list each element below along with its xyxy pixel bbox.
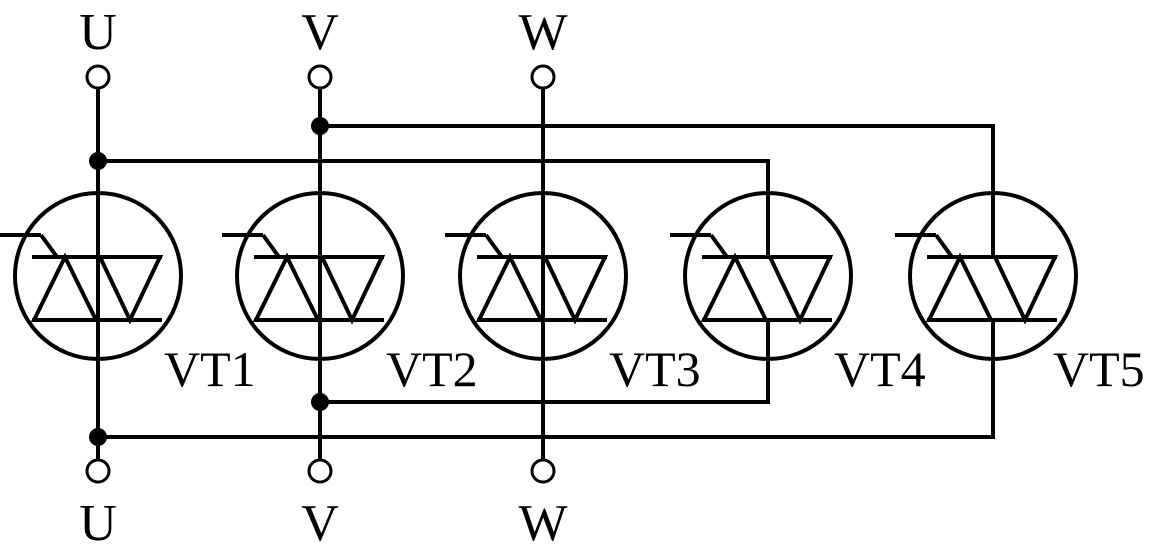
device-label: VT5: [1053, 341, 1145, 397]
wire-u-to-vt4-top: [98, 159, 770, 198]
junction-dot: [89, 152, 107, 170]
junctions: [89, 117, 329, 446]
triac-vt4: VT4: [670, 191, 926, 397]
triac-triangle-down: [96, 255, 164, 325]
terminal-label-w-top: W: [518, 4, 567, 61]
wiring: [96, 88, 995, 460]
terminal-labels-top: U V W: [79, 4, 567, 61]
terminal-labels-bottom: U V W: [79, 495, 567, 552]
triac-body: [13, 191, 183, 361]
gate-diagonal: [261, 233, 281, 259]
triac-vt2: VT2: [222, 191, 478, 397]
triac-triangle-down: [318, 255, 386, 325]
terminal-w-top: [530, 64, 556, 90]
terminal-label-w-bottom: W: [518, 495, 567, 552]
gate-diagonal: [39, 233, 59, 259]
terminals-bottom: [85, 458, 556, 484]
triac-triangle-down: [541, 255, 609, 325]
triac-triangle-down: [991, 255, 1059, 325]
terminal-label-u-top: U: [79, 4, 117, 61]
triac-triangle-up: [700, 252, 770, 322]
triac-triangle-up: [925, 252, 995, 322]
junction-dot: [89, 428, 107, 446]
triac-vt5: VT5: [895, 191, 1145, 397]
gate-diagonal: [934, 233, 954, 259]
triac-body: [683, 191, 853, 361]
gate-diagonal: [709, 233, 729, 259]
triac-body: [908, 191, 1078, 361]
triac-triangle-up: [475, 252, 545, 322]
terminal-u-bottom: [85, 458, 111, 484]
terminal-v-bottom: [307, 458, 333, 484]
triac-triangle-down: [766, 255, 834, 325]
terminals-top: [85, 64, 556, 90]
terminal-w-bottom: [530, 458, 556, 484]
triac-triangle-up: [252, 252, 322, 322]
device-label: VT1: [164, 341, 256, 397]
terminal-label-u-bottom: U: [79, 495, 117, 552]
triac-body: [235, 191, 405, 361]
device-label: VT4: [834, 341, 926, 397]
terminal-label-v-bottom: V: [301, 495, 339, 552]
gate-diagonal: [484, 233, 504, 259]
junction-dot: [311, 393, 329, 411]
wire-vt5-to-u-bottom: [98, 330, 995, 439]
junction-dot: [311, 117, 329, 135]
wire-vt4-to-v-bottom: [320, 330, 770, 404]
device-label: VT3: [609, 341, 701, 397]
triac-vt3: VT3: [445, 191, 701, 397]
terminal-label-v-top: V: [301, 4, 339, 61]
wire-v-to-vt5-top: [320, 124, 995, 198]
triac-triangle-up: [30, 252, 100, 322]
triac-body: [458, 191, 628, 361]
terminal-v-top: [307, 64, 333, 90]
terminal-u-top: [85, 64, 111, 90]
triac-vt1: VT1: [0, 191, 256, 397]
device-label: VT2: [386, 341, 478, 397]
